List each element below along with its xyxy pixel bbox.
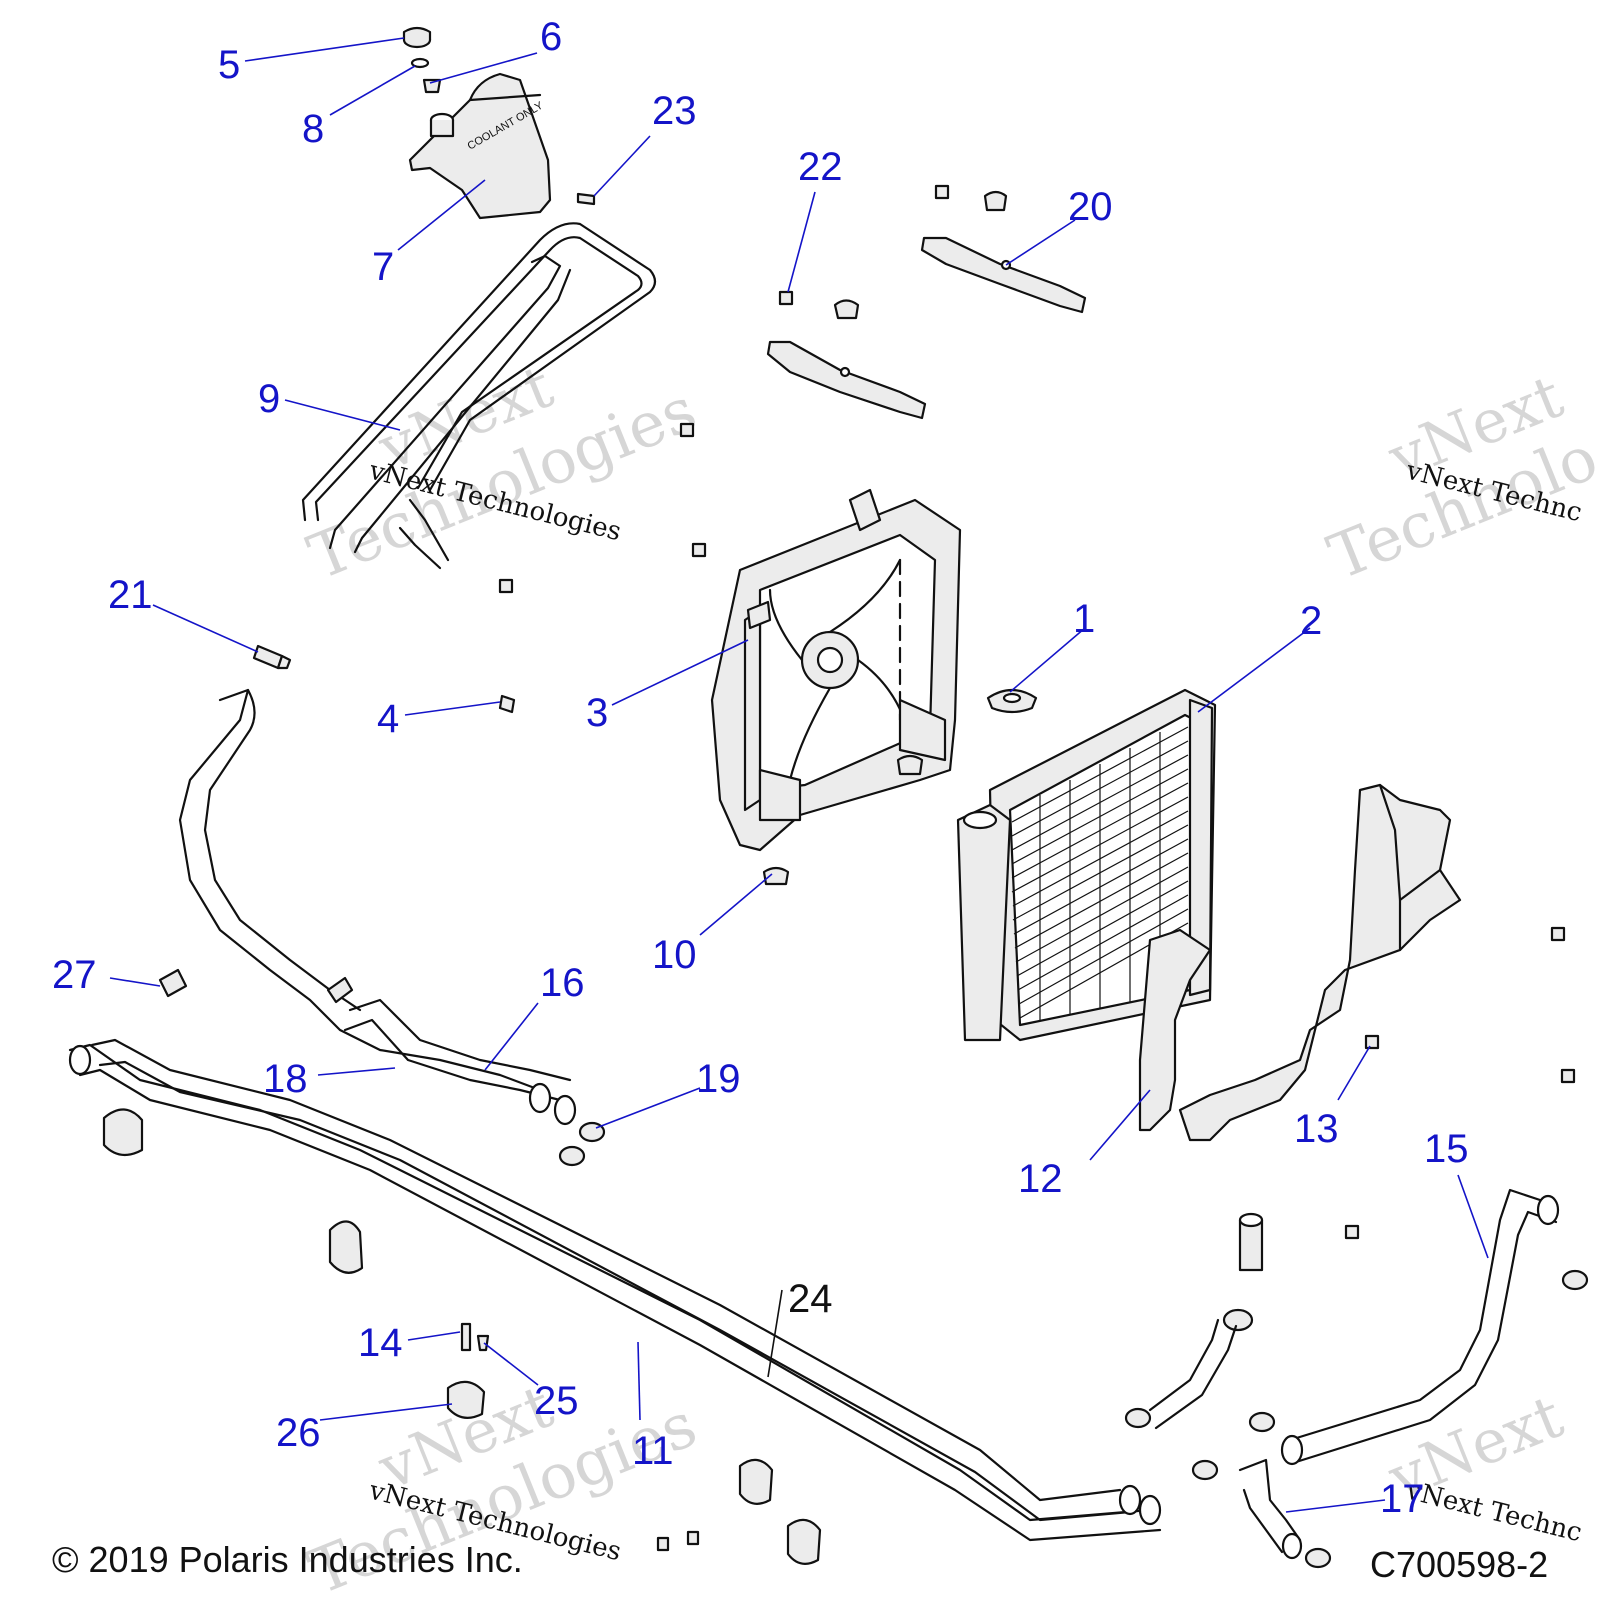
leader-lines — [109, 37, 1489, 1513]
part-14-bolt — [460, 1322, 472, 1352]
part-20-bolt — [934, 184, 950, 200]
callout-15: 15 — [1424, 1127, 1469, 1171]
callout-23: 23 — [652, 89, 697, 133]
radiator-fins — [1011, 726, 1189, 1020]
callout-8: 8 — [302, 107, 324, 151]
part-19-clamps — [558, 1121, 606, 1167]
part-27-clamp — [158, 968, 188, 998]
parts-layer: COOLANT ONLY — [68, 26, 1589, 1569]
part-grommet-fan — [896, 754, 924, 776]
part-1-cap — [986, 688, 1038, 714]
part-20-bracket — [920, 236, 1087, 314]
callout-18: 18 — [263, 1057, 308, 1101]
callout-7: 7 — [372, 245, 394, 289]
part-7-reservoir: COOLANT ONLY — [408, 72, 552, 220]
part-16-18-tubes — [178, 688, 577, 1126]
part-9-hose-loop — [301, 222, 657, 570]
callout-25: 25 — [534, 1379, 579, 1423]
callout-19: 19 — [696, 1057, 741, 1101]
callout-13: 13 — [1294, 1107, 1339, 1151]
part-10-grommet — [762, 866, 790, 886]
diagram-code: C700598-2 — [1370, 1544, 1548, 1585]
part-bolt-a — [679, 422, 695, 438]
callout-5: 5 — [218, 43, 240, 87]
part-grommet-upper — [833, 299, 860, 320]
part-bracket-lower — [766, 340, 927, 420]
part-3-fan-assembly — [710, 488, 962, 852]
part-grommet-upper-right — [983, 190, 1008, 212]
part-13-bolt — [1364, 1034, 1380, 1050]
part-6-insert — [422, 78, 442, 94]
part-bolt-c — [498, 578, 514, 594]
part-bolt-right-b — [1560, 1068, 1576, 1084]
callout-9: 9 — [258, 377, 280, 421]
watermark-caption-bottom-right: vNext Technc — [1402, 1475, 1584, 1548]
part-17-hose — [1238, 1458, 1303, 1560]
callout-14: 14 — [358, 1321, 403, 1365]
callout-2: 2 — [1300, 599, 1322, 643]
part-22-bolt — [778, 290, 794, 306]
callout-10: 10 — [652, 933, 697, 977]
part-12-ducts — [1138, 783, 1462, 1142]
part-bolt-bottom-b — [686, 1530, 700, 1546]
part-23-bolt — [576, 192, 596, 206]
callout-3: 3 — [586, 691, 608, 735]
callout-4: 4 — [377, 697, 399, 741]
callout-22: 22 — [798, 145, 843, 189]
part-bolt-bottom-a — [656, 1536, 670, 1552]
callout-1: 1 — [1073, 597, 1095, 641]
part-15-hose — [1280, 1188, 1560, 1466]
part-4-bolt — [498, 694, 516, 714]
part-26-mounts — [102, 1108, 822, 1565]
part-21-sensor — [252, 644, 292, 670]
copyright-text: © 2019 Polaris Industries Inc. — [52, 1539, 523, 1580]
callout-26: 26 — [276, 1411, 321, 1455]
callout-11: 11 — [632, 1429, 674, 1473]
part-bracket-lower-hole — [839, 366, 851, 378]
part-11-24-long-tubes — [68, 1038, 1162, 1542]
part-8-oring — [410, 57, 430, 69]
callout-labels: 5 6 8 7 23 22 20 9 21 4 3 1 2 10 12 13 2… — [52, 15, 1469, 1521]
callout-27: 27 — [52, 953, 97, 997]
part-bolt-b — [691, 542, 707, 558]
callout-17: 17 — [1380, 1477, 1425, 1521]
callout-12: 12 — [1018, 1157, 1063, 1201]
callout-6: 6 — [540, 15, 562, 59]
part-25-clip — [476, 1334, 490, 1352]
part-bolt-right-a — [1550, 926, 1566, 942]
callout-16: 16 — [540, 961, 585, 1005]
callout-21: 21 — [108, 573, 153, 617]
callout-24: 24 — [788, 1277, 833, 1321]
callout-20: 20 — [1068, 185, 1113, 229]
part-bolt-right-c — [1344, 1224, 1360, 1240]
part-5-cap — [402, 26, 432, 49]
part-short-hoses — [1124, 1212, 1589, 1569]
